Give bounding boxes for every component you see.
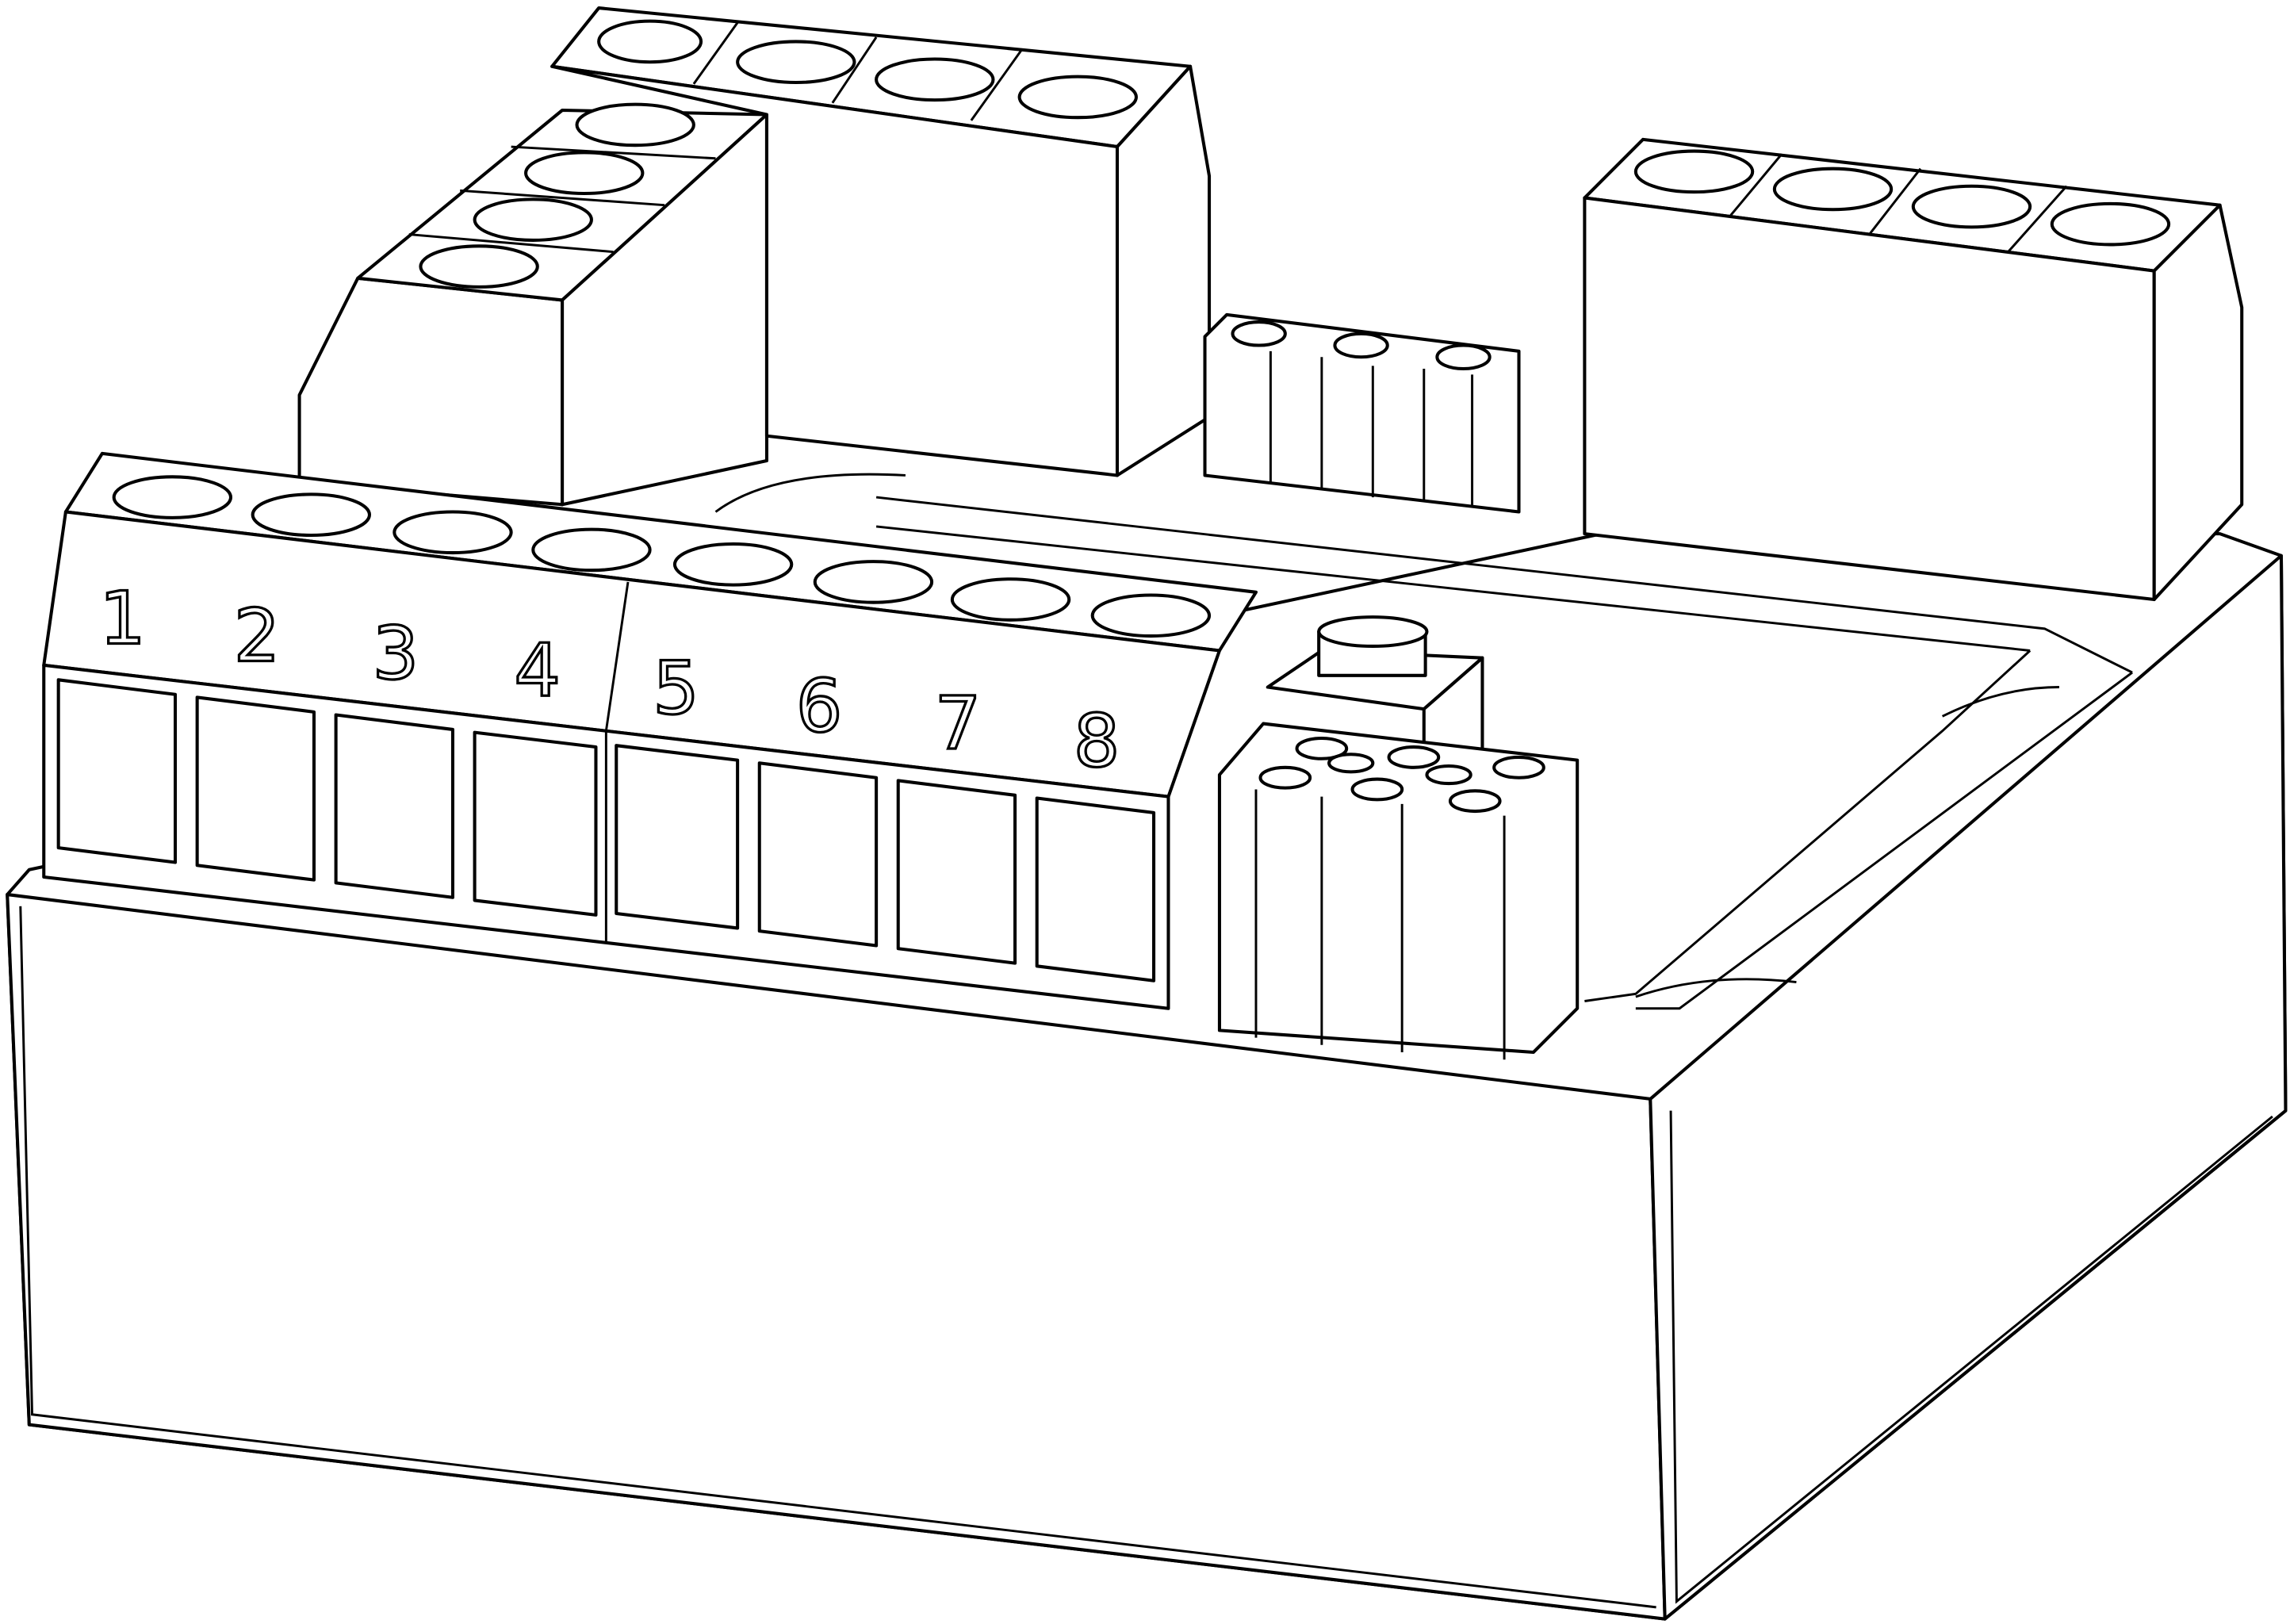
screw-holes	[112, 475, 1212, 638]
terminal-block-back-center	[550, 6, 1212, 477]
pin-header-front	[1217, 722, 1580, 1060]
terminal-numbers: 1 2 3 4 5 6 7 8	[98, 575, 1121, 785]
terminal-label-8: 8	[1074, 699, 1120, 783]
wire-slots	[56, 678, 1156, 982]
pin-header-back	[1203, 312, 1521, 514]
terminal-block-front: 1 2 3 4 5 6 7 8	[42, 451, 1258, 1010]
terminal-label-5: 5	[653, 646, 699, 731]
terminal-label-1: 1	[99, 576, 146, 661]
terminal-block-back-right	[1583, 137, 2244, 602]
terminal-label-4: 4	[514, 629, 561, 714]
terminal-label-2: 2	[234, 593, 281, 678]
terminal-block-back-left	[297, 102, 768, 507]
terminal-label-6: 6	[796, 664, 843, 749]
terminal-label-7: 7	[935, 681, 982, 766]
push-button	[1266, 615, 1484, 791]
terminal-label-3: 3	[373, 611, 419, 695]
